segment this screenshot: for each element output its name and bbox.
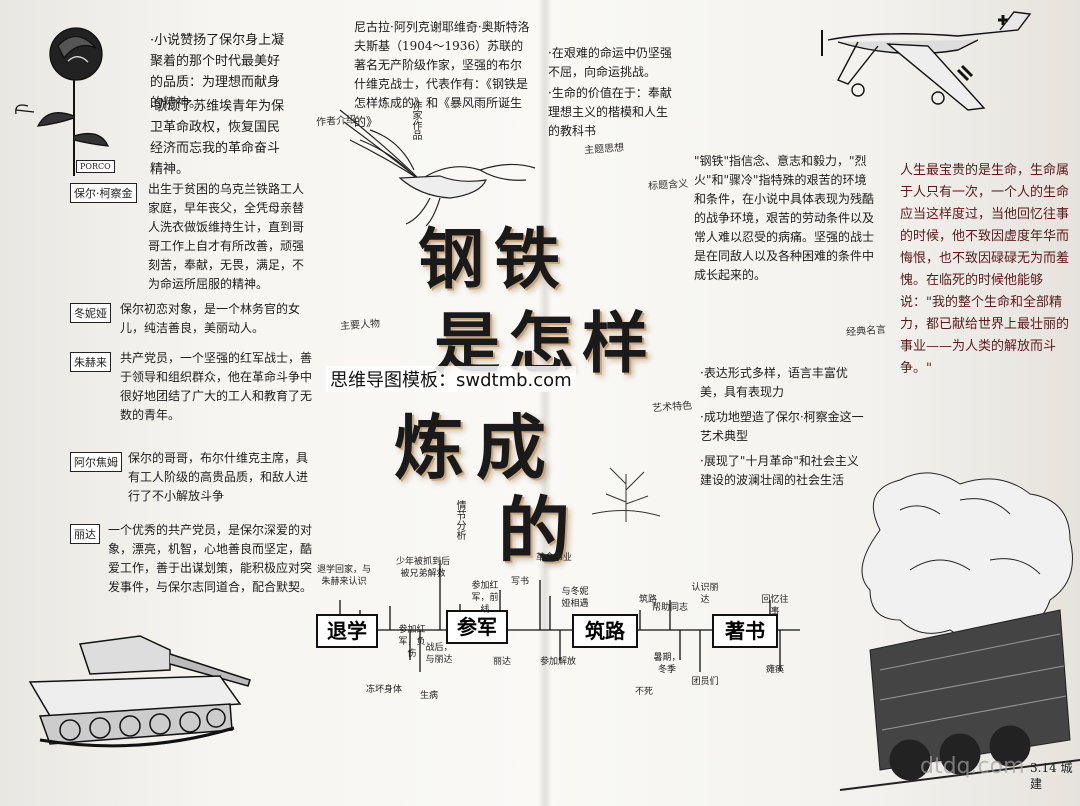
signature: 3.14 城建 <box>1030 761 1073 791</box>
tree-sketch <box>591 467 661 522</box>
theme-text-2: ·生命的价值在于：奉献理想主义的楷模和人生的教科书 <box>548 86 672 138</box>
title-line-1: 钢铁 <box>418 220 570 298</box>
title-meaning-label: 标题含义 <box>647 178 689 193</box>
page-fold <box>538 0 552 806</box>
timeline-note-4: 战后，与丽达 <box>425 643 453 665</box>
timeline-note-10: 革命事业 <box>535 553 572 563</box>
timeline-note-1: 退学回家，与朱赫来认识 <box>316 565 371 587</box>
theme-label: 主题思想 <box>583 142 625 157</box>
character-desc-3: 共产党员，一个坚强的红军战士，善于领导和组织群众，他在革命斗争中很好地团结了广大… <box>120 351 313 422</box>
timeline-note-9: 写书 <box>510 577 529 587</box>
site-watermark: 思维导图模板：swdtmb.com <box>326 366 576 392</box>
character-desc-5: 一个优秀的共产党员，是保尔深爱的对象，漂亮，机智，心地善良而坚定，酷爱工作，善于… <box>108 523 313 594</box>
timeline-label: 情节分析 <box>454 500 465 540</box>
character-desc-4: 保尔的哥哥，布尔什维克主席，具有工人阶级的高贵品质，和敌人进行了不小解放斗争 <box>128 451 309 503</box>
left-bullet-1: ·小说赞扬了保尔身上凝聚着的那个时代最美好的品质：为理想而献身的精神。 <box>150 33 285 111</box>
timeline-note-17: 暑期，冬季 <box>653 653 681 675</box>
timeline-note-20: 瘫痪 <box>765 665 784 675</box>
timeline-note-14: 帮助同志 <box>652 603 689 613</box>
art-label: 艺术特色 <box>651 400 693 415</box>
timeline-note-3: 参加红军，负伤 <box>398 625 426 659</box>
author-description: 尼古拉·阿列克谢耶维奇·奥斯特洛夫斯基（1904～1936）苏联的著名无产阶级作… <box>354 20 530 129</box>
timeline-note-8: 丽达 <box>492 657 511 667</box>
timeline-note-11: 参加解放 <box>539 657 576 667</box>
timeline-box-2: 参军 <box>446 610 508 644</box>
art-item-2: ·成功地塑造了保尔·柯察金这一艺术典型 <box>700 410 864 443</box>
footer-watermark: dtdq.com <box>920 754 1025 779</box>
character-name-5: 丽达 <box>70 524 100 544</box>
author-works-label: 作家作品 <box>410 100 421 140</box>
timeline-note-16: 参加红军，前线 <box>471 581 499 615</box>
rose-illustration <box>15 27 110 176</box>
title-line-4: 的 <box>498 488 571 573</box>
quote-text: 人生最宝贵的是生命，生命属于人只有一次，一个人的生命应当这样度过，当他回忆往事的… <box>900 163 1070 376</box>
timeline-note-19: 回忆往事 <box>761 595 789 617</box>
dove-illustration <box>339 109 536 227</box>
title-line-3: 炼成 <box>394 406 558 489</box>
timeline-note-18: 团员们 <box>691 677 719 687</box>
timeline-note-5: 筑路 <box>638 595 657 605</box>
timeline-box-3: 筑路 <box>572 614 638 648</box>
airplane-illustration <box>821 11 1032 111</box>
theme-text-1: ·在艰难的命运中仍坚强不屈，向命运挑战。 <box>548 46 672 79</box>
character-name-1: 保尔·柯察金 <box>70 183 137 203</box>
character-name-2: 冬妮娅 <box>70 303 111 323</box>
timeline-note-13: 与冬妮娅相遇 <box>561 587 589 609</box>
character-name-3: 朱赫来 <box>70 352 111 372</box>
title-meaning-text: "钢铁"指信念、意志和毅力，"烈火"和"骤冷"指特殊的艰苦的环境和条件，在小说中… <box>694 154 875 282</box>
main-characters-label: 主要人物 <box>339 318 381 333</box>
timeline-box-1: 退学 <box>316 614 378 648</box>
rose-caption: PORCO <box>76 160 115 173</box>
character-desc-1: 出生于贫困的乌克兰铁路工人家庭，早年丧父，全凭母亲替人洗衣做饭维持生计，直到哥哥… <box>148 182 305 291</box>
steam-train-illustration <box>839 472 1080 791</box>
timeline-box-4: 著书 <box>712 614 778 648</box>
timeline-note-7: 生病 <box>419 691 438 701</box>
art-item-1: ·表达形式多样，语言丰富优美，具有表现力 <box>700 366 848 399</box>
timeline-note-12: 不死 <box>634 687 653 697</box>
timeline-note-2: 少年被抓到后被兄弟解救 <box>395 557 450 579</box>
timeline-note-6: 冻坏身体 <box>365 685 402 695</box>
character-desc-2: 保尔初恋对象，是一个林务官的女儿，纯洁善良，美丽动人。 <box>120 302 301 335</box>
character-name-4: 阿尔焦姆 <box>70 452 122 472</box>
left-bullet-2: ·歌颂了苏维埃青年为保卫革命政权，恢复国民经济而忘我的革命奋斗精神。 <box>150 99 285 177</box>
tank-illustration <box>28 635 251 748</box>
timeline-note-15: 认识丽达 <box>691 583 719 605</box>
art-item-3: ·展现了"十月革命"和社会主义建设的波澜壮阔的社会生活 <box>700 454 859 487</box>
quote-label: 经典名言 <box>845 324 887 339</box>
